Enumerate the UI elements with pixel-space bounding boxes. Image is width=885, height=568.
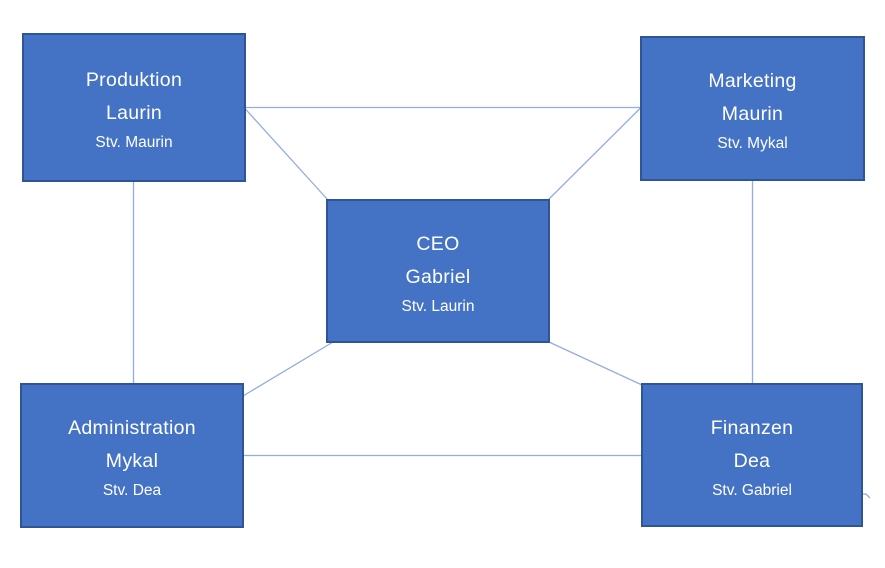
node-finanzen: Finanzen Dea Stv. Gabriel — [641, 383, 863, 527]
connector-produktion-ceo — [243, 107, 329, 201]
node-ceo: CEO Gabriel Stv. Laurin — [326, 199, 550, 343]
node-deputy: Stv. Mykal — [717, 135, 788, 152]
node-produktion: Produktion Laurin Stv. Maurin — [22, 33, 246, 182]
node-lead: Dea — [733, 449, 771, 472]
node-administration: Administration Mykal Stv. Dea — [20, 383, 244, 528]
node-title: Finanzen — [710, 416, 794, 439]
node-lead: Laurin — [105, 102, 162, 124]
node-deputy: Stv. Maurin — [95, 134, 173, 151]
node-lead: Gabriel — [405, 265, 471, 288]
node-title: CEO — [416, 232, 460, 255]
node-title: Produktion — [85, 69, 183, 91]
node-title: Marketing — [708, 70, 797, 92]
node-deputy: Stv. Laurin — [401, 297, 475, 315]
connector-marketing-ceo — [547, 107, 642, 201]
connector-ceo-finanzen — [548, 341, 643, 386]
node-lead: Maurin — [721, 103, 784, 125]
node-title: Administration — [68, 417, 196, 439]
connector-ceo-administration — [242, 341, 334, 397]
node-lead: Mykal — [105, 450, 159, 472]
node-deputy: Stv. Dea — [102, 482, 162, 499]
node-deputy: Stv. Gabriel — [712, 481, 792, 499]
node-marketing: Marketing Maurin Stv. Mykal — [640, 36, 865, 181]
